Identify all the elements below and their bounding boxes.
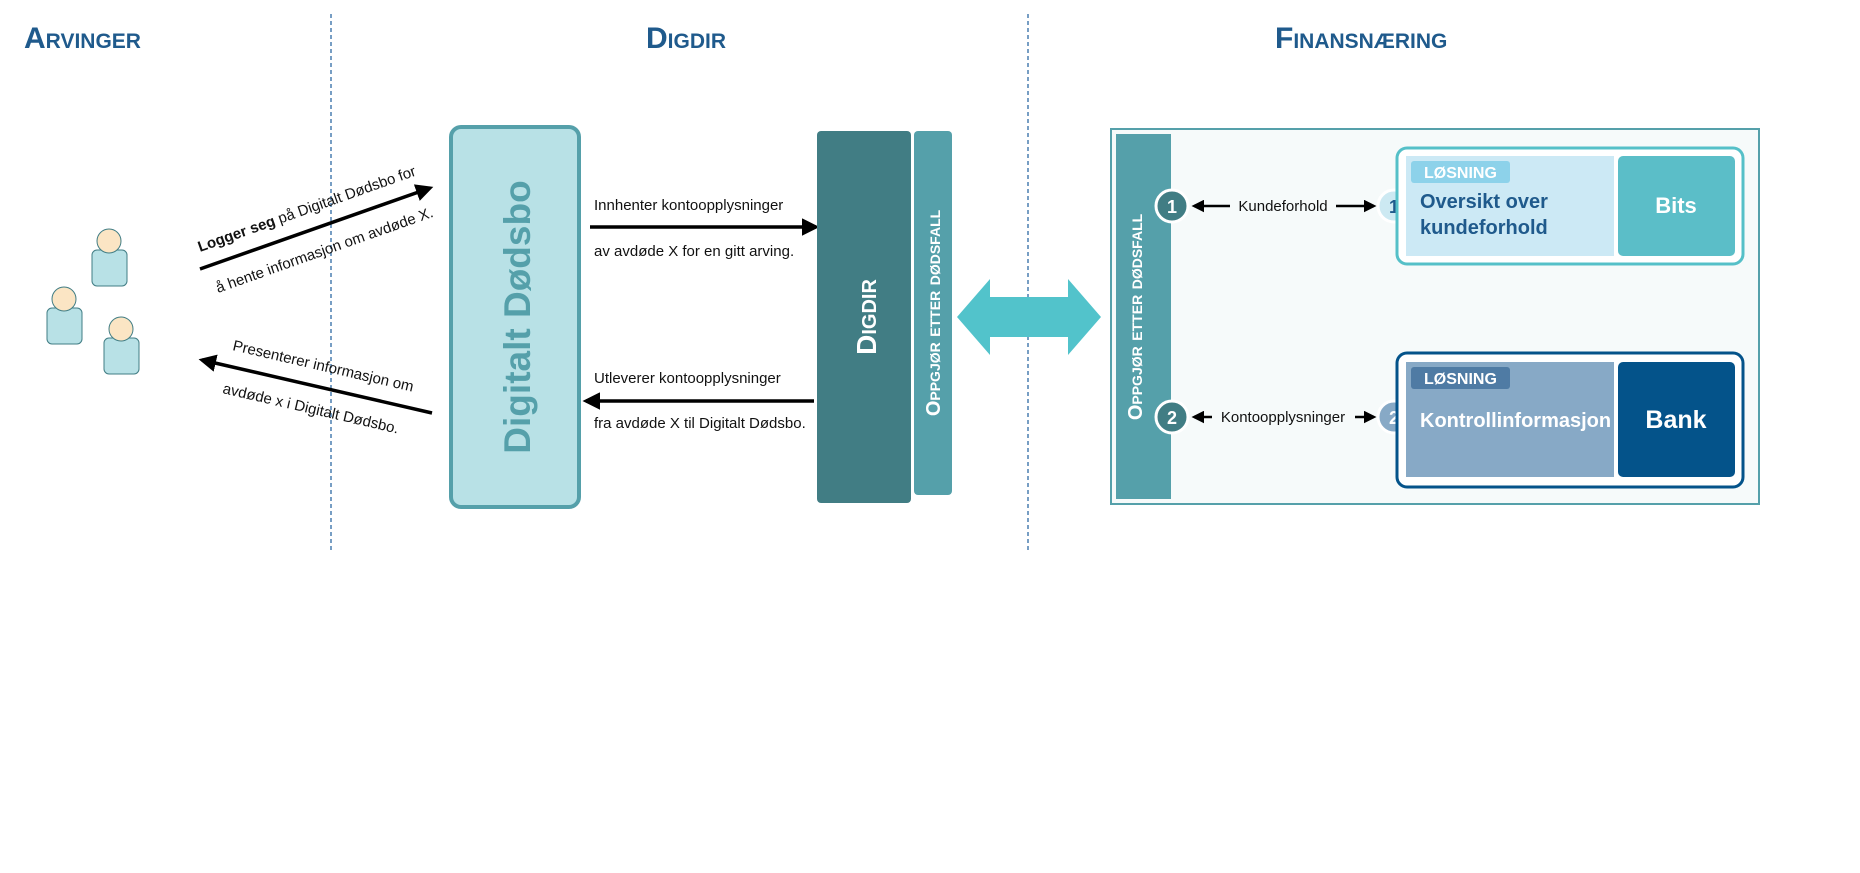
fetch-label-line2: av avdøde X for en gitt arving. — [594, 243, 794, 260]
row1-connector-label: Kundeforhold — [1238, 198, 1327, 215]
row1-number-badge — [1154, 188, 1190, 224]
heading-digdir: Digdir — [646, 22, 726, 55]
row1-number: 1 — [1167, 197, 1177, 217]
row1-title-line1: Oversikt over — [1420, 191, 1548, 213]
row1-target-number: 1 — [1389, 197, 1399, 217]
login-label-line2: å hente informasjon om avdøde X. — [214, 204, 436, 297]
row1-provider-label: Bits — [1655, 193, 1697, 218]
fetch-label-line1: Innhenter kontoopplysninger — [594, 197, 783, 214]
login-label: Logger seg på Digitalt Dødsbo for — [196, 163, 419, 256]
row2-title-line1: Kontrollinformasjon — [1420, 410, 1611, 432]
row1-tag — [1411, 161, 1510, 183]
row2-target-number: 2 — [1389, 408, 1399, 428]
present-arrow — [198, 354, 433, 415]
row2-provider-label: Bank — [1645, 406, 1706, 434]
row1-provider-box — [1618, 156, 1735, 256]
row2-number: 2 — [1167, 408, 1177, 428]
exchange-arrow — [957, 279, 1101, 355]
person-icon — [91, 228, 128, 287]
present-label-line2: avdøde x i Digitalt Dødsbo. — [221, 380, 400, 437]
row1-tag-label: LØSNING — [1424, 165, 1497, 182]
heading-arvinger: Arvinger — [24, 22, 141, 55]
deliver-label-line2: fra avdøde X til Digitalt Dødsbo. — [594, 415, 806, 432]
person-icon — [103, 316, 140, 375]
row2-tag-label: LØSNING — [1424, 371, 1497, 388]
row1-title-line2: kundeforhold — [1420, 217, 1548, 239]
login-arrow — [199, 184, 434, 271]
row2-connector-label: Kontoopplysninger — [1221, 409, 1345, 426]
digdir-bar-label: Digdir — [851, 279, 882, 355]
digdir-bar — [817, 131, 911, 503]
person-icon — [46, 286, 83, 345]
oppgjor-bar-finance-label: Oppgjør etter dødsfall — [1125, 213, 1147, 420]
deliver-label-line1: Utleverer kontoopplysninger — [594, 370, 781, 387]
row2-number-badge — [1154, 399, 1190, 435]
oppgjor-bar-digdir — [914, 131, 952, 495]
digitalt-dodsbo-label: Digitalt Dødsbo — [497, 180, 538, 453]
row2-provider-box — [1618, 362, 1735, 477]
row2-tag — [1411, 367, 1510, 389]
digitalt-dodsbo-box — [449, 125, 581, 509]
oppgjor-bar-digdir-label: Oppgjør etter dødsfall — [923, 209, 945, 416]
heading-finansnaering: Finansnæring — [1275, 22, 1447, 55]
login-label-bold: Logger seg — [196, 213, 278, 256]
